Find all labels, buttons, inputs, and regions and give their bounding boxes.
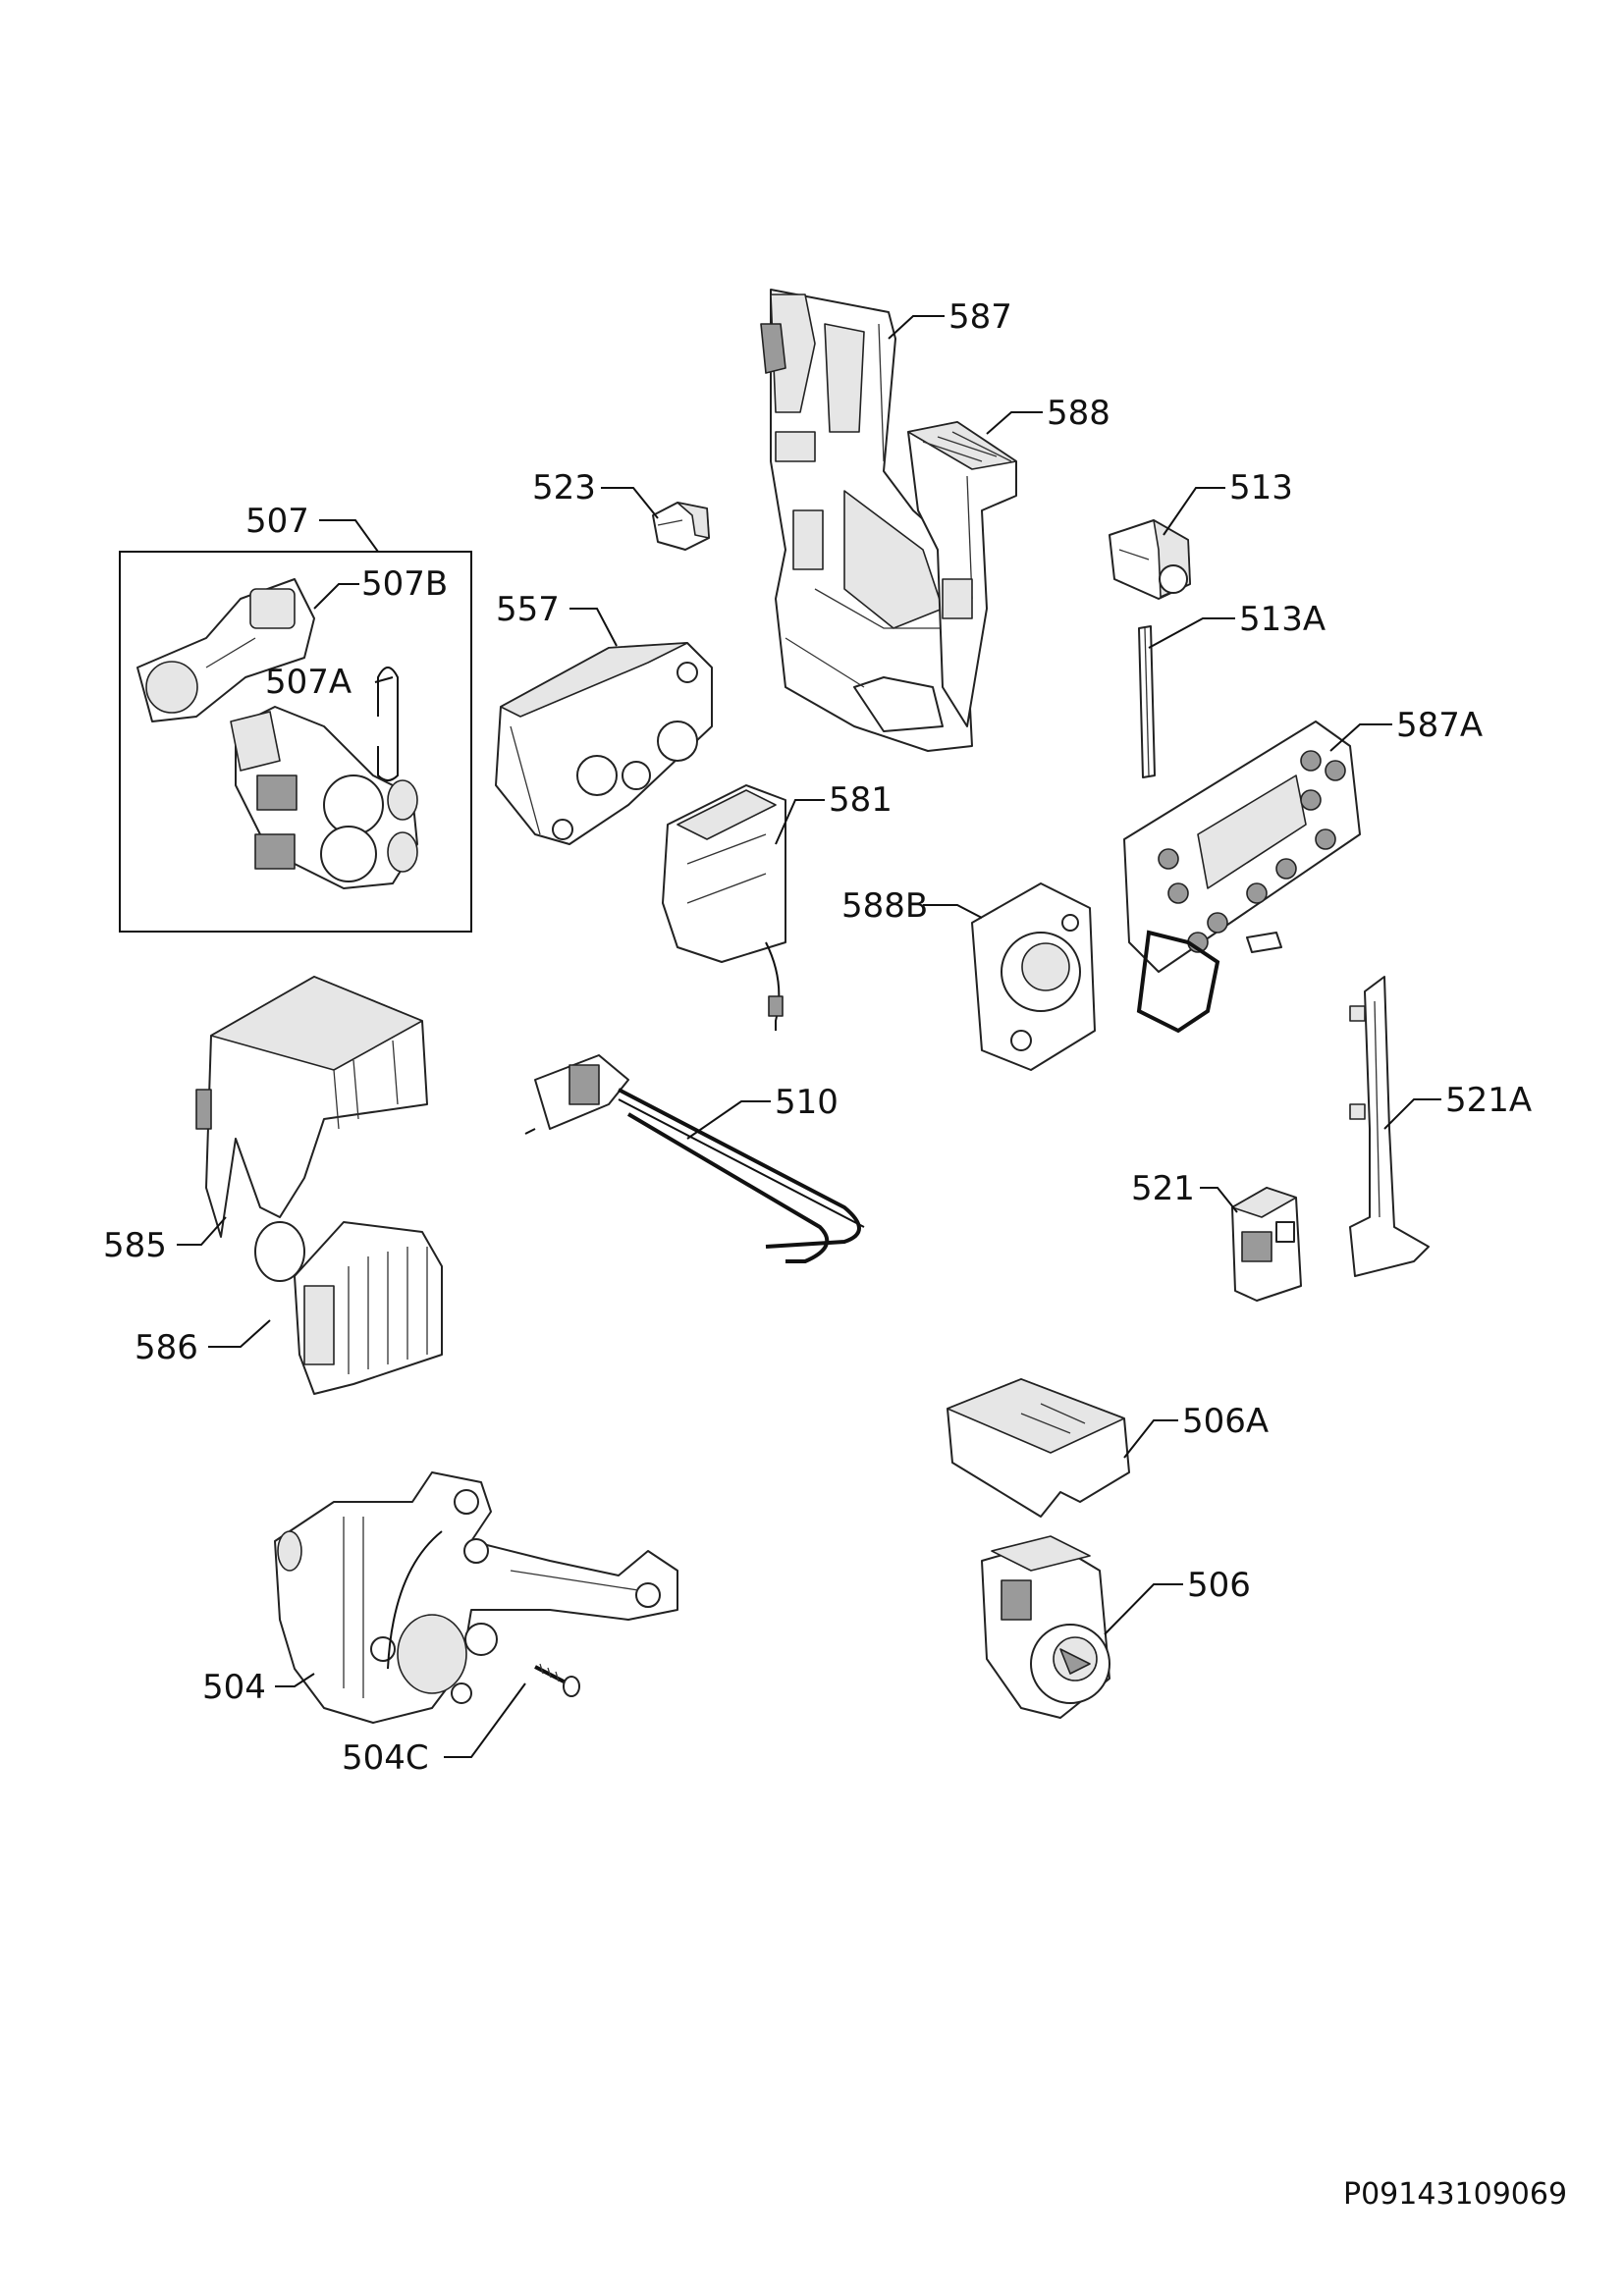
part-586-drawing [254, 1221, 443, 1395]
document-reference: P09143109069 [1343, 2177, 1567, 2212]
part-581-drawing [662, 784, 786, 1031]
part-587-drawing [760, 289, 973, 752]
part-588B-drawing [971, 882, 1096, 1071]
part-521A-drawing [1349, 976, 1430, 1277]
leader-506 [1104, 1583, 1183, 1635]
leader-587A [1329, 723, 1392, 752]
leader-504C [444, 1682, 526, 1758]
label-513A: 513A [1239, 600, 1326, 639]
label-585: 585 [103, 1226, 167, 1265]
leader-587 [888, 315, 945, 340]
label-506A: 506A [1182, 1402, 1269, 1441]
leader-513 [1163, 487, 1225, 536]
leader-513A [1148, 617, 1235, 649]
label-587: 587 [948, 297, 1012, 337]
label-581: 581 [829, 780, 893, 820]
leader-585 [177, 1216, 227, 1246]
part-507B-drawing [136, 578, 315, 722]
part-557-drawing [495, 642, 713, 845]
leader-507B [313, 583, 359, 610]
label-507: 507 [245, 502, 309, 541]
part-521-drawing [1231, 1187, 1302, 1302]
leader-557 [569, 608, 618, 647]
leader-506A [1123, 1419, 1178, 1459]
part-513-drawing [1109, 519, 1191, 600]
leader-507A [374, 676, 394, 683]
leader-586 [208, 1319, 271, 1348]
label-586: 586 [135, 1328, 198, 1367]
part-507A-drawing [377, 667, 399, 781]
label-510: 510 [775, 1083, 839, 1122]
leader-521 [1200, 1187, 1238, 1213]
part-507-valve-drawing [230, 706, 418, 889]
label-521A: 521A [1445, 1081, 1532, 1120]
part-labels: 587 588 523 513 507 507B 557 513A 507A 5… [103, 297, 1532, 1778]
label-557: 557 [496, 590, 560, 629]
leader-523 [601, 487, 659, 519]
label-513: 513 [1229, 468, 1293, 507]
label-507A: 507A [265, 663, 352, 702]
part-588-drawing [907, 421, 1017, 727]
leader-lines [177, 315, 1441, 1758]
leader-504 [275, 1673, 315, 1687]
leader-521A [1383, 1098, 1441, 1130]
leader-581 [775, 799, 825, 845]
part-506A-drawing [947, 1378, 1130, 1518]
part-585-drawing [195, 976, 428, 1238]
label-521: 521 [1131, 1169, 1195, 1208]
label-587A: 587A [1396, 706, 1483, 745]
part-504-drawing [274, 1471, 678, 1724]
label-523: 523 [532, 468, 596, 507]
part-510-drawing [524, 1054, 865, 1263]
label-507B: 507B [361, 564, 448, 604]
part-513A-drawing [1138, 625, 1156, 778]
part-507-group-frame [119, 551, 472, 933]
label-504: 504 [202, 1668, 266, 1707]
label-588: 588 [1047, 394, 1110, 433]
label-504C: 504C [342, 1738, 429, 1778]
part-523-drawing [652, 502, 710, 551]
part-506-drawing [981, 1535, 1110, 1719]
leader-588B [923, 904, 983, 919]
label-506: 506 [1187, 1566, 1251, 1605]
leader-588 [986, 411, 1043, 435]
part-587A-drawing [1123, 721, 1361, 1034]
leader-510 [686, 1100, 771, 1140]
part-504C-drawing [534, 1663, 580, 1697]
label-588B: 588B [841, 886, 928, 926]
leader-507 [319, 519, 379, 553]
